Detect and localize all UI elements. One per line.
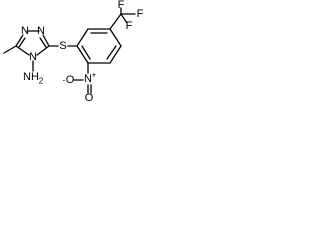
bond-triazole-c3-n-left [15, 34, 24, 47]
bond-benz-cf3 [109, 13, 122, 30]
atom-o-nitro-left: O [66, 74, 75, 86]
atom-n-triazole-top-right: N [37, 25, 45, 37]
bond-cf3-f-bottom [120, 13, 128, 24]
atom-nh-amino: NH [23, 71, 39, 83]
bond-triazole-n4-c3 [15, 45, 30, 56]
bond-benz-1-2 [76, 28, 89, 47]
bond-methyl [3, 45, 17, 54]
atom-nh2-subscript: 2 [39, 77, 44, 86]
atom-n-triazole-top-left: N [21, 25, 29, 37]
bond-layer [3, 7, 136, 94]
bond-triazole-c5-n4 [36, 45, 50, 56]
bond-benz-4-5 [109, 45, 122, 64]
atom-s-thioether: S [59, 40, 66, 52]
bond-benz-6-1-double [81, 45, 91, 60]
bond-triazole-n-right-c5-double [39, 37, 47, 48]
atom-o-minus-charge: - [63, 76, 66, 85]
atom-n-triazole-bottom: N [29, 51, 37, 63]
bond-benz-4-5-double [106, 45, 117, 60]
atom-nitro-plus-charge: + [92, 71, 97, 80]
chemical-structure: N N N NH 2 S N + O - O F F F [3, 0, 144, 104]
atom-o-nitro-bottom: O [85, 92, 94, 104]
label-layer: N N N NH 2 S N + O - O F F F [21, 0, 144, 104]
atom-f-right: F [137, 8, 144, 20]
atom-f-bottom: F [126, 20, 133, 32]
bond-benz-3-4 [109, 28, 122, 47]
atom-n-nitro: N [84, 73, 92, 85]
bond-benz-6-1 [76, 45, 89, 64]
atom-f-top: F [118, 0, 125, 11]
bond-triazole-n-right-c5 [42, 34, 50, 47]
bond-triazole-c3-n-left-double [18, 37, 26, 48]
